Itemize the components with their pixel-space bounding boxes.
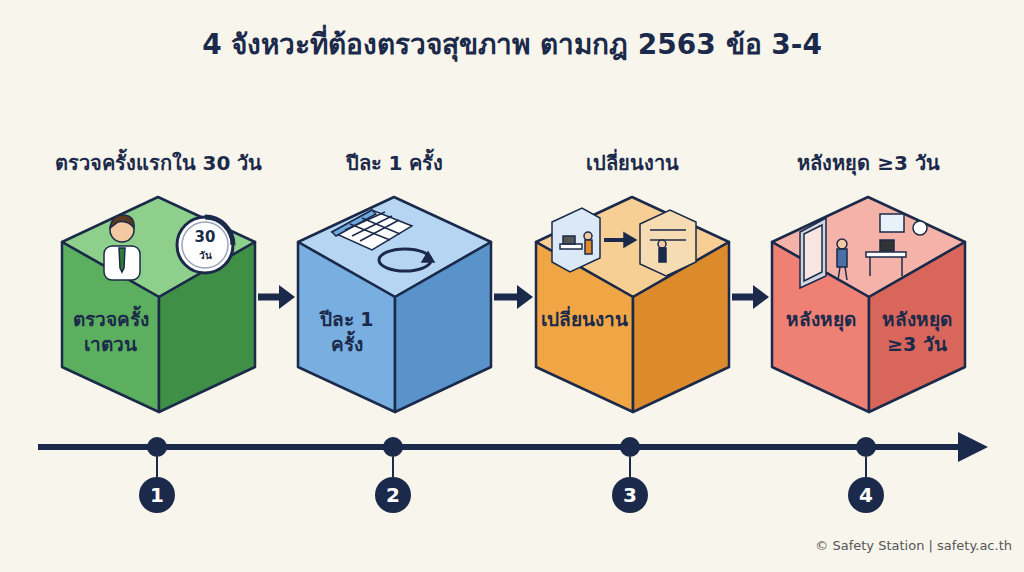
timeline-line: [38, 444, 962, 450]
cube-left: [62, 242, 159, 412]
face-text: หลังหยุด ≥3 วัน: [873, 307, 961, 356]
doctor-icon: [104, 215, 140, 280]
cube-left: [536, 242, 633, 412]
cube-shape: [772, 197, 965, 412]
timeline-head: [958, 432, 988, 462]
flow-arrow: [732, 285, 769, 309]
flow-arrow: [494, 285, 533, 309]
step-heading: เปลี่ยนงาน: [496, 147, 769, 179]
timeline-dot: [620, 437, 640, 457]
step-heading: ตรวจครั้งแรกใน 30 วัน: [22, 147, 295, 179]
step-number: 4: [848, 477, 884, 513]
room-change-icon: [552, 208, 696, 276]
flow-arrow: [258, 285, 295, 309]
step-number: 3: [612, 477, 648, 513]
step-cube: หลังหยุด ≥3 วันหลังหยุดหลังหยุด ≥3 วัน: [772, 197, 965, 412]
step-number: 2: [375, 477, 411, 513]
tick: [392, 457, 394, 477]
timeline-dot: [383, 437, 403, 457]
face-text: เปลี่ยนงาน: [540, 307, 629, 332]
calendar-icon: [332, 210, 434, 271]
face-text: ปีละ 1 ครั้ง: [302, 307, 391, 356]
clock-icon: [177, 217, 233, 273]
cube-right: [395, 242, 491, 412]
clock-number: 30: [190, 228, 220, 246]
callout-number: 1: [150, 483, 164, 507]
face-text: หลังหยุด: [776, 307, 865, 332]
diagram-title: 4 จังหวะที่ต้องตรวจสุขภาพ ตามกฎ 2563 ข้อ…: [0, 22, 1024, 66]
arrow-head: [279, 285, 295, 309]
cube-left: [298, 242, 395, 412]
arrow-head: [517, 285, 533, 309]
tick: [865, 457, 867, 477]
callout-number: 4: [859, 483, 873, 507]
arrow-head: [753, 285, 769, 309]
clock-unit: วัน: [190, 248, 220, 263]
cube-right: [869, 242, 965, 412]
tick: [629, 457, 631, 477]
tick: [156, 457, 158, 477]
watermark: © Safety Station | safety.ac.th: [815, 538, 1012, 553]
step-heading: หลังหยุด ≥3 วัน: [732, 147, 1005, 179]
arrow-shaft: [732, 294, 755, 301]
arrow-shaft: [494, 294, 519, 301]
arrow-shaft: [258, 294, 281, 301]
callout-number: 2: [386, 483, 400, 507]
step-number: 1: [139, 477, 175, 513]
timeline-dot: [856, 437, 876, 457]
face-text: ตรวจครั้ง เาตวน: [66, 307, 155, 356]
callout-number: 3: [623, 483, 637, 507]
return-to-work-icon: [800, 214, 927, 288]
timeline-dot: [147, 437, 167, 457]
step-heading: ปีละ 1 ครั้ง: [258, 147, 531, 179]
